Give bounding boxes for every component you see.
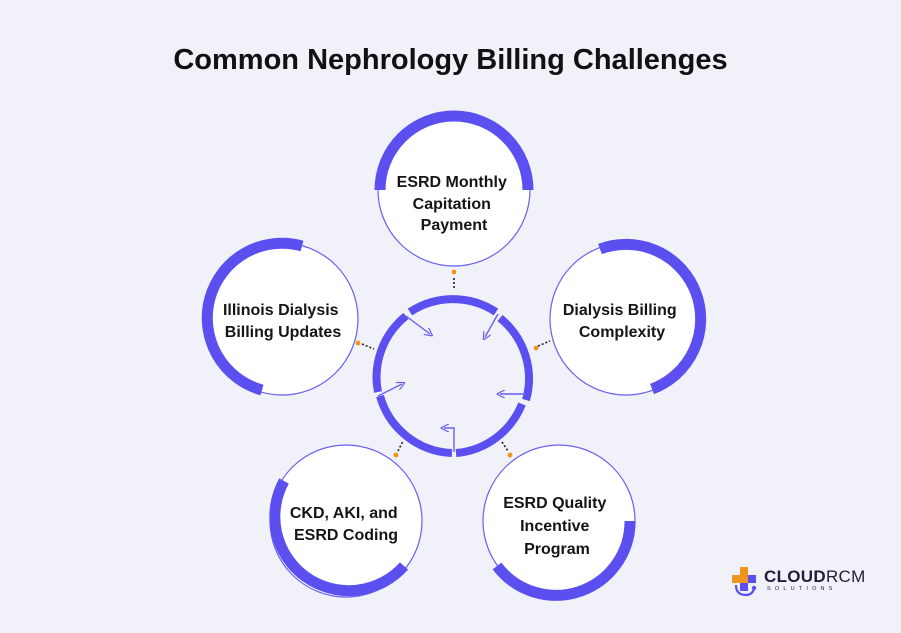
- node-label-line: ESRD Monthly: [397, 174, 507, 191]
- center-ring-arc-4: [376, 394, 453, 457]
- node-label-esrd-qip: ESRD Quality Incentive Program: [503, 495, 611, 558]
- connector-bottom-right: [501, 441, 513, 458]
- center-ring-arc-2: [497, 314, 533, 402]
- challenge-node-ckd-aki-coding: CKD, AKI, and ESRD Coding: [269, 444, 423, 598]
- logo-wordmark: CLOUDRCM: [764, 567, 866, 587]
- center-arrow-4: [444, 428, 455, 452]
- node-label-line: Program: [524, 541, 590, 558]
- node-accent-arc: [492, 520, 636, 601]
- node-label-line: Capitation: [413, 196, 491, 213]
- connector-right: [533, 340, 551, 351]
- node-accent-arc: [598, 238, 707, 395]
- node-label-illinois-updates: Illinois Dialysis Billing Updates: [223, 302, 343, 341]
- logo-wordmark-bold: CLOUD: [764, 567, 826, 586]
- connector-top: [451, 269, 457, 290]
- logo-tagline: SOLUTIONS: [767, 586, 837, 592]
- cloudrcm-logo: CLOUDRCM SOLUTIONS: [730, 563, 870, 599]
- node-label-line: Payment: [421, 217, 488, 234]
- page-title: Common Nephrology Billing Challenges: [173, 44, 728, 76]
- challenge-node-dialysis-complexity: Dialysis Billing Complexity: [549, 238, 707, 396]
- node-label-line: ESRD Coding: [294, 527, 398, 544]
- center-cycle-icon: [372, 295, 533, 457]
- node-label-ckd-aki-coding: CKD, AKI, and ESRD Coding: [290, 505, 402, 544]
- challenge-node-esrd-qip: ESRD Quality Incentive Program: [482, 444, 636, 601]
- node-label-esrd-capitation: ESRD Monthly Capitation Payment: [397, 174, 512, 234]
- node-label-line: Illinois Dialysis: [223, 302, 339, 319]
- center-arrow-2: [485, 313, 499, 337]
- challenge-node-esrd-capitation: ESRD Monthly Capitation Payment: [374, 110, 534, 267]
- node-label-line: Dialysis Billing: [563, 302, 677, 319]
- center-arrow-1: [405, 315, 430, 334]
- connectors: [355, 269, 551, 458]
- center-ring-arc-3: [455, 402, 526, 457]
- node-label-line: Incentive: [520, 518, 589, 535]
- challenge-node-illinois-updates: Illinois Dialysis Billing Updates: [201, 237, 359, 396]
- center-ring-arc-1: [407, 295, 499, 316]
- medical-cross-stethoscope-icon: [732, 567, 757, 597]
- logo-wordmark-light: RCM: [825, 567, 866, 586]
- node-label-line: CKD, AKI, and: [290, 505, 398, 522]
- node-label-line: Billing Updates: [225, 324, 342, 341]
- node-label-dialysis-complexity: Dialysis Billing Complexity: [563, 302, 681, 341]
- node-label-line: ESRD Quality: [503, 495, 606, 512]
- node-label-line: Complexity: [579, 324, 665, 341]
- connector-bottom-left: [393, 440, 404, 458]
- center-arrow-5: [377, 384, 402, 397]
- center-ring-arc-5: [372, 312, 409, 393]
- node-accent-arc: [201, 237, 304, 396]
- connector-left: [355, 340, 375, 350]
- node-accent-arc: [374, 110, 534, 191]
- node-accent-arc: [269, 478, 409, 597]
